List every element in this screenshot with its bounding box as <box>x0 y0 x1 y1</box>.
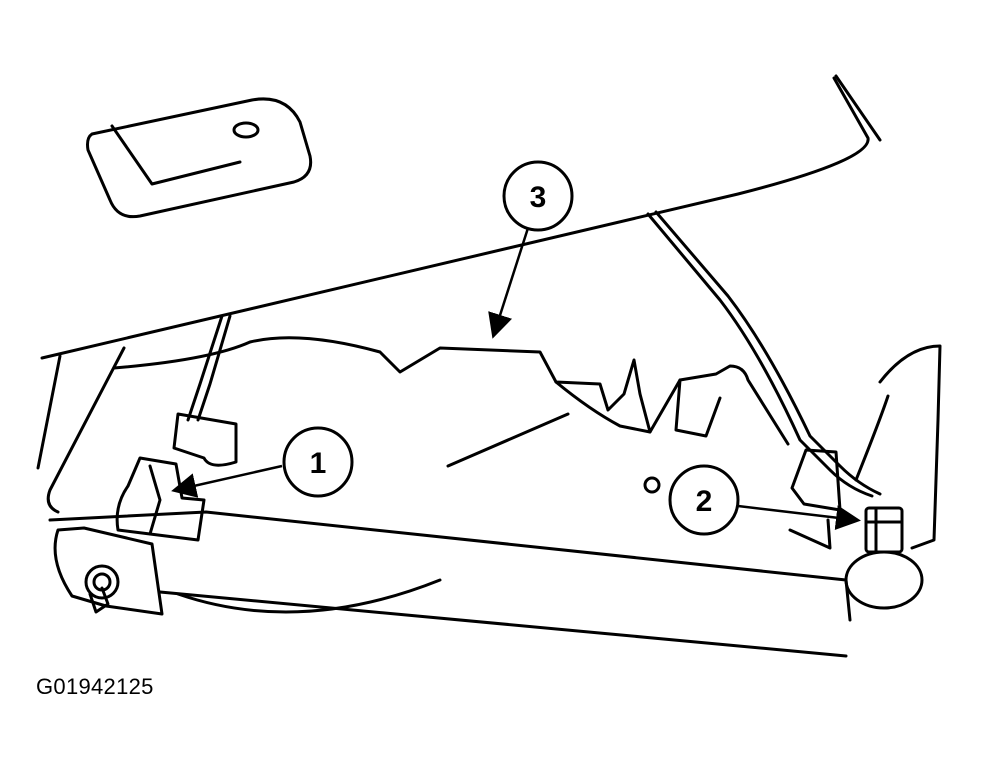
callout-arrows <box>171 227 861 531</box>
lower-rail-underside <box>176 578 442 614</box>
right-lead-box <box>788 518 832 550</box>
lower-rail-bottom <box>158 590 848 658</box>
housing-left-edge <box>36 354 62 470</box>
bracket-body-outline <box>112 336 790 446</box>
bracket-rib-right <box>674 378 722 438</box>
housing-left-inner-edge <box>46 346 126 514</box>
callout-2: 2 <box>668 464 740 536</box>
right-flap-inner <box>854 394 890 482</box>
callout-3-arrow <box>488 227 530 339</box>
left-sensor-body <box>115 456 206 542</box>
bracket-hole <box>643 476 661 494</box>
lower-rail-top <box>48 510 848 582</box>
callout-1-circle <box>282 426 354 498</box>
callout-2-circle <box>668 464 740 536</box>
right-connector-body <box>864 506 904 554</box>
upper-panel-outline <box>40 76 870 360</box>
right-flap-outline <box>878 344 942 550</box>
bracket-rib-left <box>554 380 652 434</box>
wire-harness-right-b <box>654 210 882 496</box>
wire-harness-left-b <box>196 314 232 422</box>
callout-1-arrow <box>171 464 283 498</box>
figure-code: G01942125 <box>36 674 154 699</box>
right-connector-detail <box>864 506 904 554</box>
left-pivot-mount <box>53 526 164 616</box>
left-pivot-stud <box>88 586 110 614</box>
callout-3: 3 <box>502 160 574 232</box>
wire-harness-left-a <box>186 314 224 422</box>
callout-2-arrow <box>737 504 861 531</box>
callout-3-circle <box>502 160 574 232</box>
wire-harness-right-a <box>646 212 874 498</box>
access-plate-hole <box>232 121 260 139</box>
callout-1-number: 1 <box>310 447 327 480</box>
right-connector-grommet <box>844 550 924 610</box>
upper-right-edge <box>834 74 882 142</box>
access-plate-outline <box>86 97 313 219</box>
callout-1: 1 <box>282 426 354 498</box>
left-sensor-detail <box>148 464 162 536</box>
callout-3-number: 3 <box>530 181 547 214</box>
access-plate-inner-line <box>110 124 242 186</box>
tape-wrap-right <box>790 448 842 512</box>
left-pivot-bolt-outer <box>84 564 120 600</box>
bracket-crease <box>446 412 570 468</box>
callout-2-number: 2 <box>696 485 713 518</box>
tape-wrap-left <box>172 412 238 467</box>
